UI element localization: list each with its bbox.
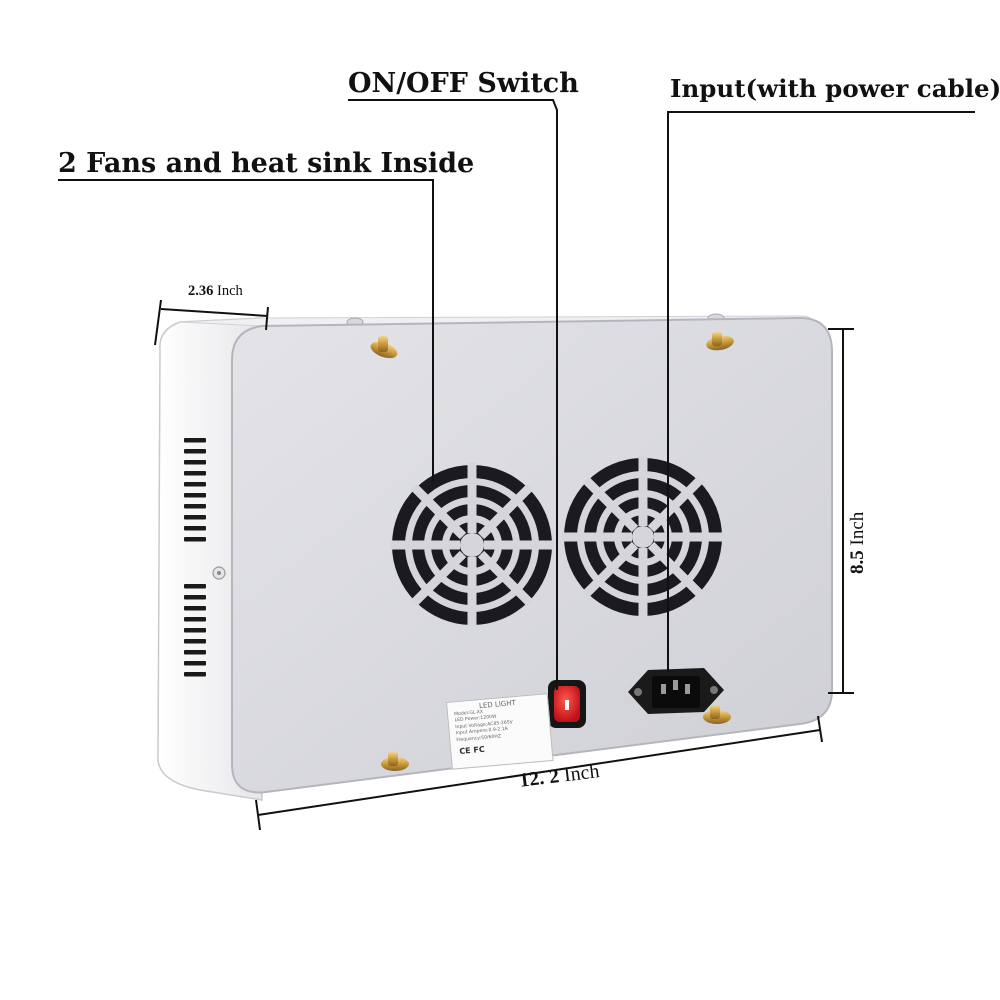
height-unit: Inch — [847, 511, 868, 546]
fan-guard-right — [562, 456, 724, 618]
brass-knob-top-right — [706, 332, 734, 351]
brass-knob-top-left — [370, 336, 398, 359]
power-inlet — [628, 668, 724, 714]
brass-knob-bottom-left — [381, 752, 409, 771]
depth-value: 2.36 — [188, 283, 214, 299]
side-vent-upper — [184, 438, 206, 542]
brass-knob-bottom-right — [703, 705, 731, 724]
height-dimension-label: 8.5 Inch — [847, 512, 869, 574]
fan-guard-left — [390, 463, 554, 627]
callout-input: Input(with power cable) — [670, 74, 1000, 103]
product-label-sticker: LED LIGHT Model:GL-XX LED Power:1200W In… — [446, 693, 554, 770]
leader-lines — [58, 99, 975, 690]
dimension-width — [255, 715, 823, 831]
width-value: 12. 2 — [518, 765, 561, 792]
depth-dimension-label: 2.36 Inch — [188, 283, 243, 300]
leader-input — [667, 111, 975, 672]
power-switch — [548, 680, 586, 728]
callout-fans: 2 Fans and heat sink Inside — [58, 148, 475, 179]
dimension-depth — [154, 299, 269, 346]
depth-unit: Inch — [217, 283, 243, 299]
height-value: 8.5 — [847, 550, 868, 574]
dimension-height — [828, 328, 854, 694]
callout-switch: ON/OFF Switch — [348, 68, 579, 99]
width-unit: Inch — [562, 760, 601, 787]
leader-fans — [58, 179, 434, 482]
leader-switch — [348, 99, 558, 690]
side-vent-lower — [184, 584, 206, 677]
